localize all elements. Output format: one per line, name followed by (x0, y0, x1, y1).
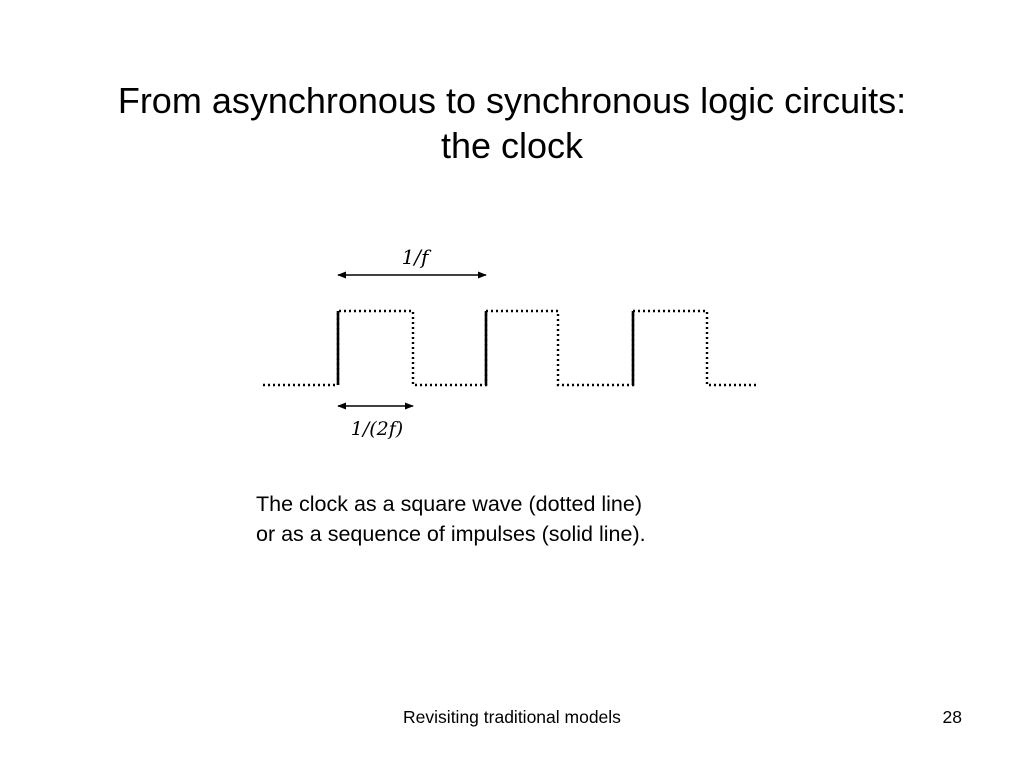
slide-title: From asynchronous to synchronous logic c… (40, 78, 984, 168)
caption-line-2: or as a sequence of impulses (solid line… (256, 522, 646, 546)
clock-waveform-diagram: 1/f 1/(2f) (255, 235, 765, 445)
caption-line-1: The clock as a square wave (dotted line) (256, 492, 643, 516)
diagram-caption: The clock as a square wave (dotted line)… (256, 489, 646, 549)
square-wave-dotted (263, 309, 758, 387)
page-number: 28 (942, 707, 962, 727)
half-period-label: 1/(2f) (351, 418, 403, 440)
footer-title: Revisiting traditional models (403, 707, 621, 727)
period-label: 1/f (402, 245, 432, 269)
title-line-2: the clock (440, 125, 584, 166)
title-line-1: From asynchronous to synchronous logic c… (117, 80, 907, 121)
